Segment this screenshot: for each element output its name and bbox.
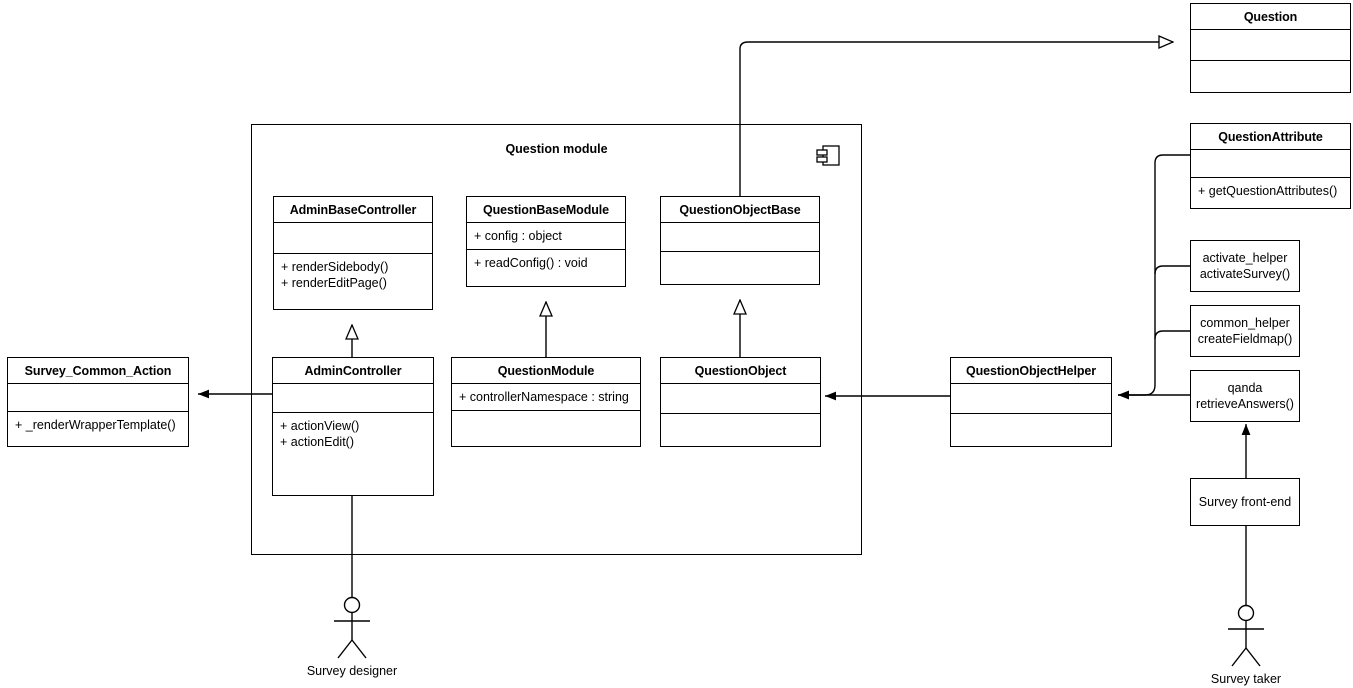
class-operations: + _renderWrapperTemplate() <box>8 412 188 438</box>
helper-label: qanda retrieveAnswers() <box>1196 381 1294 411</box>
class-name: Survey_Common_Action <box>8 358 188 384</box>
class-name: AdminBaseController <box>274 197 432 223</box>
operation-row: + getQuestionAttributes() <box>1198 184 1338 198</box>
class-operations <box>661 252 819 281</box>
class-name: QuestionObject <box>661 358 820 384</box>
class-name: QuestionBaseModule <box>467 197 625 223</box>
attribute-row: + controllerNamespace : string <box>459 390 629 404</box>
class-box-survey-common-action[interactable]: Survey_Common_Action + _renderWrapperTem… <box>7 357 189 447</box>
actor-label-survey-designer: Survey designer <box>306 664 398 678</box>
edge-activatehelper-to-bundle <box>1154 265 1190 275</box>
class-attributes: + config : object <box>467 223 625 250</box>
class-attributes: + controllerNamespace : string <box>452 384 640 411</box>
helper-label: common_helper createFieldmap() <box>1197 316 1293 346</box>
helper-label: Survey front-end <box>1198 495 1292 509</box>
component-icon <box>816 145 840 166</box>
class-operations: + readConfig() : void <box>467 250 625 276</box>
helper-box-common-helper[interactable]: common_helper createFieldmap() <box>1190 305 1300 357</box>
operation-row: + renderSidebody() <box>281 260 389 274</box>
edge-questionattribute-to-helper-bundle <box>1118 154 1190 400</box>
class-box-questionobjecthelper[interactable]: QuestionObjectHelper <box>950 357 1112 447</box>
class-name: AdminController <box>273 358 433 384</box>
class-operations <box>452 411 640 441</box>
class-attributes <box>1191 30 1350 61</box>
class-operations <box>661 414 820 444</box>
class-box-admincontroller[interactable]: AdminController + actionView() + actionE… <box>272 357 434 496</box>
class-attributes <box>661 384 820 414</box>
class-box-questionbasemodule[interactable]: QuestionBaseModule + config : object + r… <box>466 196 626 287</box>
helper-label: activate_helper activateSurvey() <box>1199 251 1291 281</box>
class-attributes <box>1191 150 1350 178</box>
class-box-questionattribute[interactable]: QuestionAttribute + getQuestionAttribute… <box>1190 123 1351 209</box>
attribute-row: + config : object <box>474 229 562 243</box>
edge-commonhelper-to-bundle <box>1154 330 1190 340</box>
class-attributes <box>8 384 188 412</box>
class-operations: + actionView() + actionEdit() <box>273 413 433 497</box>
class-operations <box>1191 61 1350 92</box>
question-module-title: Question module <box>505 142 608 156</box>
operation-row: + renderEditPage() <box>281 276 387 290</box>
class-operations: + getQuestionAttributes() <box>1191 178 1350 204</box>
class-name: Question <box>1191 4 1350 30</box>
class-name: QuestionModule <box>452 358 640 384</box>
class-operations: + renderSidebody() + renderEditPage() <box>274 254 432 311</box>
class-attributes <box>661 223 819 252</box>
actor-survey-taker-figure <box>1228 604 1264 667</box>
class-attributes <box>273 384 433 413</box>
operation-row: + actionView() <box>280 419 360 433</box>
class-box-questionobjectbase[interactable]: QuestionObjectBase <box>660 196 820 285</box>
class-name: QuestionObjectBase <box>661 197 819 223</box>
class-box-questionobject[interactable]: QuestionObject <box>660 357 821 447</box>
class-box-question[interactable]: Question <box>1190 3 1351 93</box>
class-name: QuestionAttribute <box>1191 124 1350 150</box>
class-attributes <box>951 384 1111 414</box>
class-operations <box>951 414 1111 444</box>
actor-label-survey-taker: Survey taker <box>1210 672 1282 686</box>
helper-box-qanda[interactable]: qanda retrieveAnswers() <box>1190 370 1300 422</box>
operation-row: + _renderWrapperTemplate() <box>15 418 176 432</box>
question-module-container <box>251 124 862 555</box>
actor-survey-designer-figure <box>334 596 370 659</box>
class-name: QuestionObjectHelper <box>951 358 1111 384</box>
class-box-adminbasecontroller[interactable]: AdminBaseController + renderSidebody() +… <box>273 196 433 310</box>
helper-box-survey-frontend[interactable]: Survey front-end <box>1190 478 1300 526</box>
class-attributes <box>274 223 432 254</box>
operation-row: + actionEdit() <box>280 435 354 449</box>
helper-box-activate-helper[interactable]: activate_helper activateSurvey() <box>1190 240 1300 292</box>
operation-row: + readConfig() : void <box>474 256 588 270</box>
class-box-questionmodule[interactable]: QuestionModule + controllerNamespace : s… <box>451 357 641 447</box>
